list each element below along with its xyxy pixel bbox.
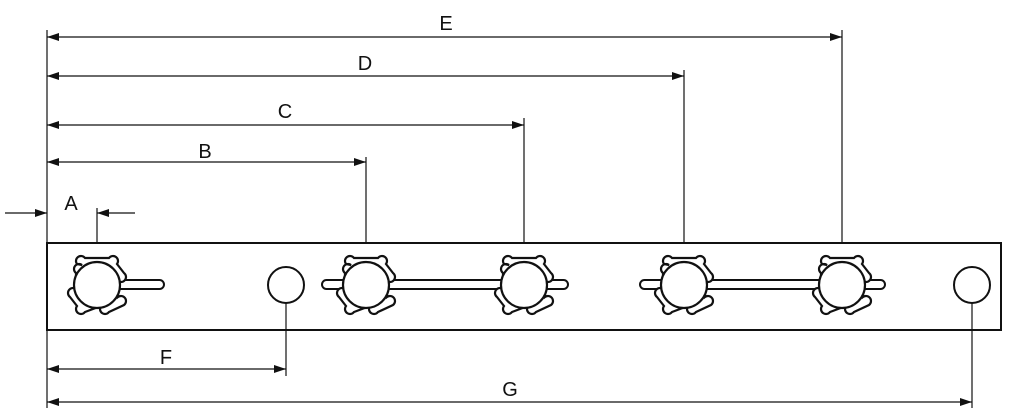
dimension-b: B — [47, 141, 367, 262]
mounting-hole-1 — [267, 266, 305, 304]
fitting-1 — [66, 254, 128, 316]
dimension-b-label: B — [198, 141, 211, 163]
dimension-f-label: F — [160, 347, 172, 369]
fitting-2 — [335, 254, 397, 316]
dimension-d: D — [47, 53, 685, 262]
dimension-e: E — [47, 13, 843, 262]
dimension-f: F — [47, 303, 287, 376]
dimension-d-label: D — [358, 53, 372, 75]
dimension-a-label: A — [64, 193, 78, 215]
fitting-5 — [811, 254, 873, 316]
dimension-c: C — [47, 101, 525, 262]
fittings — [66, 254, 873, 316]
fitting-3 — [493, 254, 555, 316]
dimension-g-label: G — [502, 379, 518, 401]
dimension-g: G — [47, 303, 973, 408]
dimension-e-label: E — [439, 13, 452, 35]
mounting-hole-2 — [953, 266, 991, 304]
dimension-c-label: C — [278, 101, 292, 123]
fitting-4 — [653, 254, 715, 316]
